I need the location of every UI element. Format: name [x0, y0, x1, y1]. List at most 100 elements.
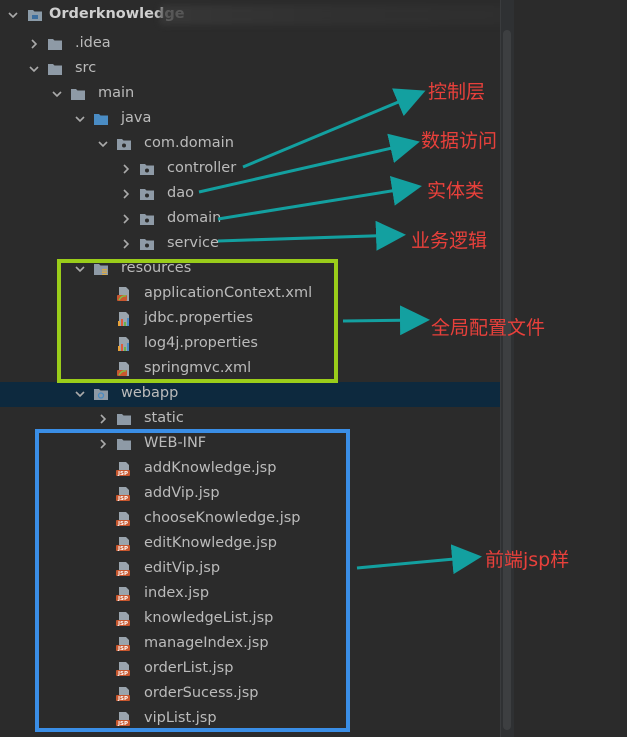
chevron-right-icon[interactable]: [119, 212, 133, 226]
tree-row[interactable]: JSP chooseKnowledge.jsp: [0, 507, 513, 532]
tree-row[interactable]: JSP editVip.jsp: [0, 557, 513, 582]
tree-row[interactable]: log4j.properties: [0, 332, 513, 357]
chevron-right-icon[interactable]: [119, 187, 133, 201]
tree-row[interactable]: springmvc.xml: [0, 357, 513, 382]
svg-text:JSP: JSP: [117, 621, 128, 627]
chevron-down-icon[interactable]: [27, 62, 41, 76]
tree-item-label: orderList.jsp: [144, 660, 234, 676]
tree-row[interactable]: resources: [0, 257, 513, 282]
jsp-file-icon: JSP: [116, 536, 132, 552]
annotation-controller: 控制层: [428, 81, 486, 103]
tree-row[interactable]: service: [0, 232, 513, 257]
svg-text:JSP: JSP: [117, 696, 128, 702]
jsp-file-icon: JSP: [116, 511, 132, 527]
tree-row[interactable]: JSP manageIndex.jsp: [0, 632, 513, 657]
tree-row[interactable]: static: [0, 407, 513, 432]
tree-row[interactable]: JSP orderSucess.jsp: [0, 682, 513, 707]
svg-text:JSP: JSP: [117, 546, 128, 552]
folder-icon: [116, 436, 132, 452]
tree-item-label: springmvc.xml: [144, 360, 252, 376]
tree-item-label: .idea: [75, 35, 111, 51]
blurred-path: [160, 5, 520, 25]
tree-item-label: resources: [121, 260, 192, 276]
folder-icon: [47, 61, 63, 77]
spring-xml-icon: [116, 361, 132, 377]
properties-file-icon: [116, 311, 132, 327]
tree-item-label: chooseKnowledge.jsp: [144, 510, 301, 526]
chevron-right-icon[interactable]: [96, 437, 110, 451]
annotation-resources: 全局配置文件: [431, 317, 546, 339]
tree-row[interactable]: WEB-INF: [0, 432, 513, 457]
jsp-file-icon: JSP: [116, 711, 132, 727]
tree-item-label: static: [144, 410, 184, 426]
tree-item-label: dao: [167, 185, 194, 201]
svg-text:JSP: JSP: [117, 721, 128, 727]
editor-gutter: [514, 0, 627, 737]
scrollbar-thumb[interactable]: [503, 30, 511, 730]
package-icon: [116, 136, 132, 152]
properties-file-icon: [116, 336, 132, 352]
tree-item-label: main: [98, 85, 135, 101]
chevron-right-icon[interactable]: [119, 237, 133, 251]
svg-text:JSP: JSP: [117, 521, 128, 527]
tree-item-label: applicationContext.xml: [144, 285, 313, 301]
chevron-right-icon[interactable]: [119, 162, 133, 176]
tree-item-label: service: [167, 235, 219, 251]
jsp-file-icon: JSP: [116, 561, 132, 577]
folder-icon: [116, 411, 132, 427]
annotation-domain: 实体类: [427, 180, 485, 202]
package-icon: [139, 161, 155, 177]
tree-item-label: WEB-INF: [144, 435, 207, 451]
jsp-file-icon: JSP: [116, 461, 132, 477]
tree-row[interactable]: src: [0, 57, 513, 82]
project-name[interactable]: Orderknowledge: [49, 6, 185, 22]
package-icon: [139, 236, 155, 252]
spring-xml-icon: [116, 286, 132, 302]
tree-row[interactable]: webapp: [0, 382, 513, 407]
resources-folder-icon: [93, 261, 109, 277]
tree-item-label: editVip.jsp: [144, 560, 221, 576]
tree-row[interactable]: applicationContext.xml: [0, 282, 513, 307]
folder-icon: [70, 86, 86, 102]
chevron-down-icon[interactable]: [73, 387, 87, 401]
tree-row[interactable]: main: [0, 82, 513, 107]
chevron-down-icon[interactable]: [96, 137, 110, 151]
tree-row[interactable]: domain: [0, 207, 513, 232]
chevron-right-icon[interactable]: [96, 412, 110, 426]
tree-row[interactable]: dao: [0, 182, 513, 207]
tree-item-label: webapp: [121, 385, 179, 401]
chevron-down-icon[interactable]: [73, 112, 87, 126]
chevron-down-icon[interactable]: [73, 262, 87, 276]
chevron-down-icon[interactable]: [50, 87, 64, 101]
tree-row[interactable]: .idea: [0, 32, 513, 57]
tree-item-label: editKnowledge.jsp: [144, 535, 277, 551]
package-icon: [139, 211, 155, 227]
tree-item-label: index.jsp: [144, 585, 210, 601]
annotation-dao: 数据访问: [421, 130, 498, 152]
jsp-file-icon: JSP: [116, 636, 132, 652]
project-folder-icon: [27, 7, 43, 23]
tree-row[interactable]: jdbc.properties: [0, 307, 513, 332]
chevron-down-icon[interactable]: [6, 8, 20, 22]
tree-item-label: knowledgeList.jsp: [144, 610, 274, 626]
tree-item-label: log4j.properties: [144, 335, 258, 351]
tree-row[interactable]: JSP knowledgeList.jsp: [0, 607, 513, 632]
tree-item-label: manageIndex.jsp: [144, 635, 269, 651]
tree-item-label: src: [75, 60, 97, 76]
tree-item-label: orderSucess.jsp: [144, 685, 259, 701]
chevron-right-icon[interactable]: [27, 37, 41, 51]
jsp-file-icon: JSP: [116, 486, 132, 502]
tree-item-label: com.domain: [144, 135, 234, 151]
resources-highlight-box: [57, 259, 338, 383]
tree-row[interactable]: JSP editKnowledge.jsp: [0, 532, 513, 557]
tree-row[interactable]: java: [0, 107, 513, 132]
tree-item-label: domain: [167, 210, 222, 226]
annotation-service: 业务逻辑: [411, 230, 488, 252]
web-folder-icon: [93, 386, 109, 402]
webapp-highlight-box: [35, 429, 350, 732]
